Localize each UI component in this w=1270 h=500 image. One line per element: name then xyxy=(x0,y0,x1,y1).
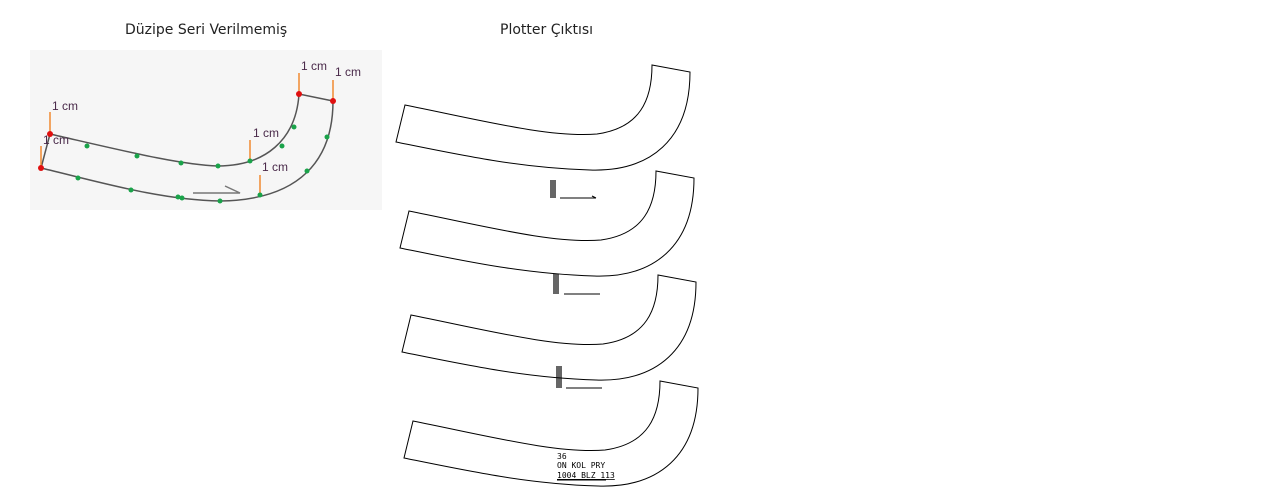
plotter-piece-4 xyxy=(403,380,699,487)
plotter-piece-1 xyxy=(395,64,691,199)
orange-markers xyxy=(40,73,334,195)
measure-label: 1 cm xyxy=(335,65,361,79)
measure-label: 1 cm xyxy=(253,126,279,140)
plotter-piece-2 xyxy=(399,170,695,295)
right-panel-title: Plotter Çıktısı xyxy=(500,22,594,38)
grading-arrow-icon xyxy=(193,185,241,194)
measure-label: 1 cm xyxy=(301,59,327,73)
left-panel-title: Düzipe Seri Verilmemiş xyxy=(125,22,288,38)
piece-name-label: ON KOL PRY xyxy=(557,461,605,470)
green-nodes xyxy=(75,124,330,204)
red-corner-nodes xyxy=(38,91,336,171)
piece-code-label: 1004 BLZ 113 xyxy=(557,471,615,480)
piece-size-label: 36 xyxy=(557,452,567,461)
measure-label: 1 cm xyxy=(52,99,78,113)
measure-label: 1 cm xyxy=(43,133,69,147)
measure-label: 1 cm xyxy=(262,160,288,174)
plotter-piece-3 xyxy=(401,274,697,389)
left-panel-bg xyxy=(30,50,382,210)
